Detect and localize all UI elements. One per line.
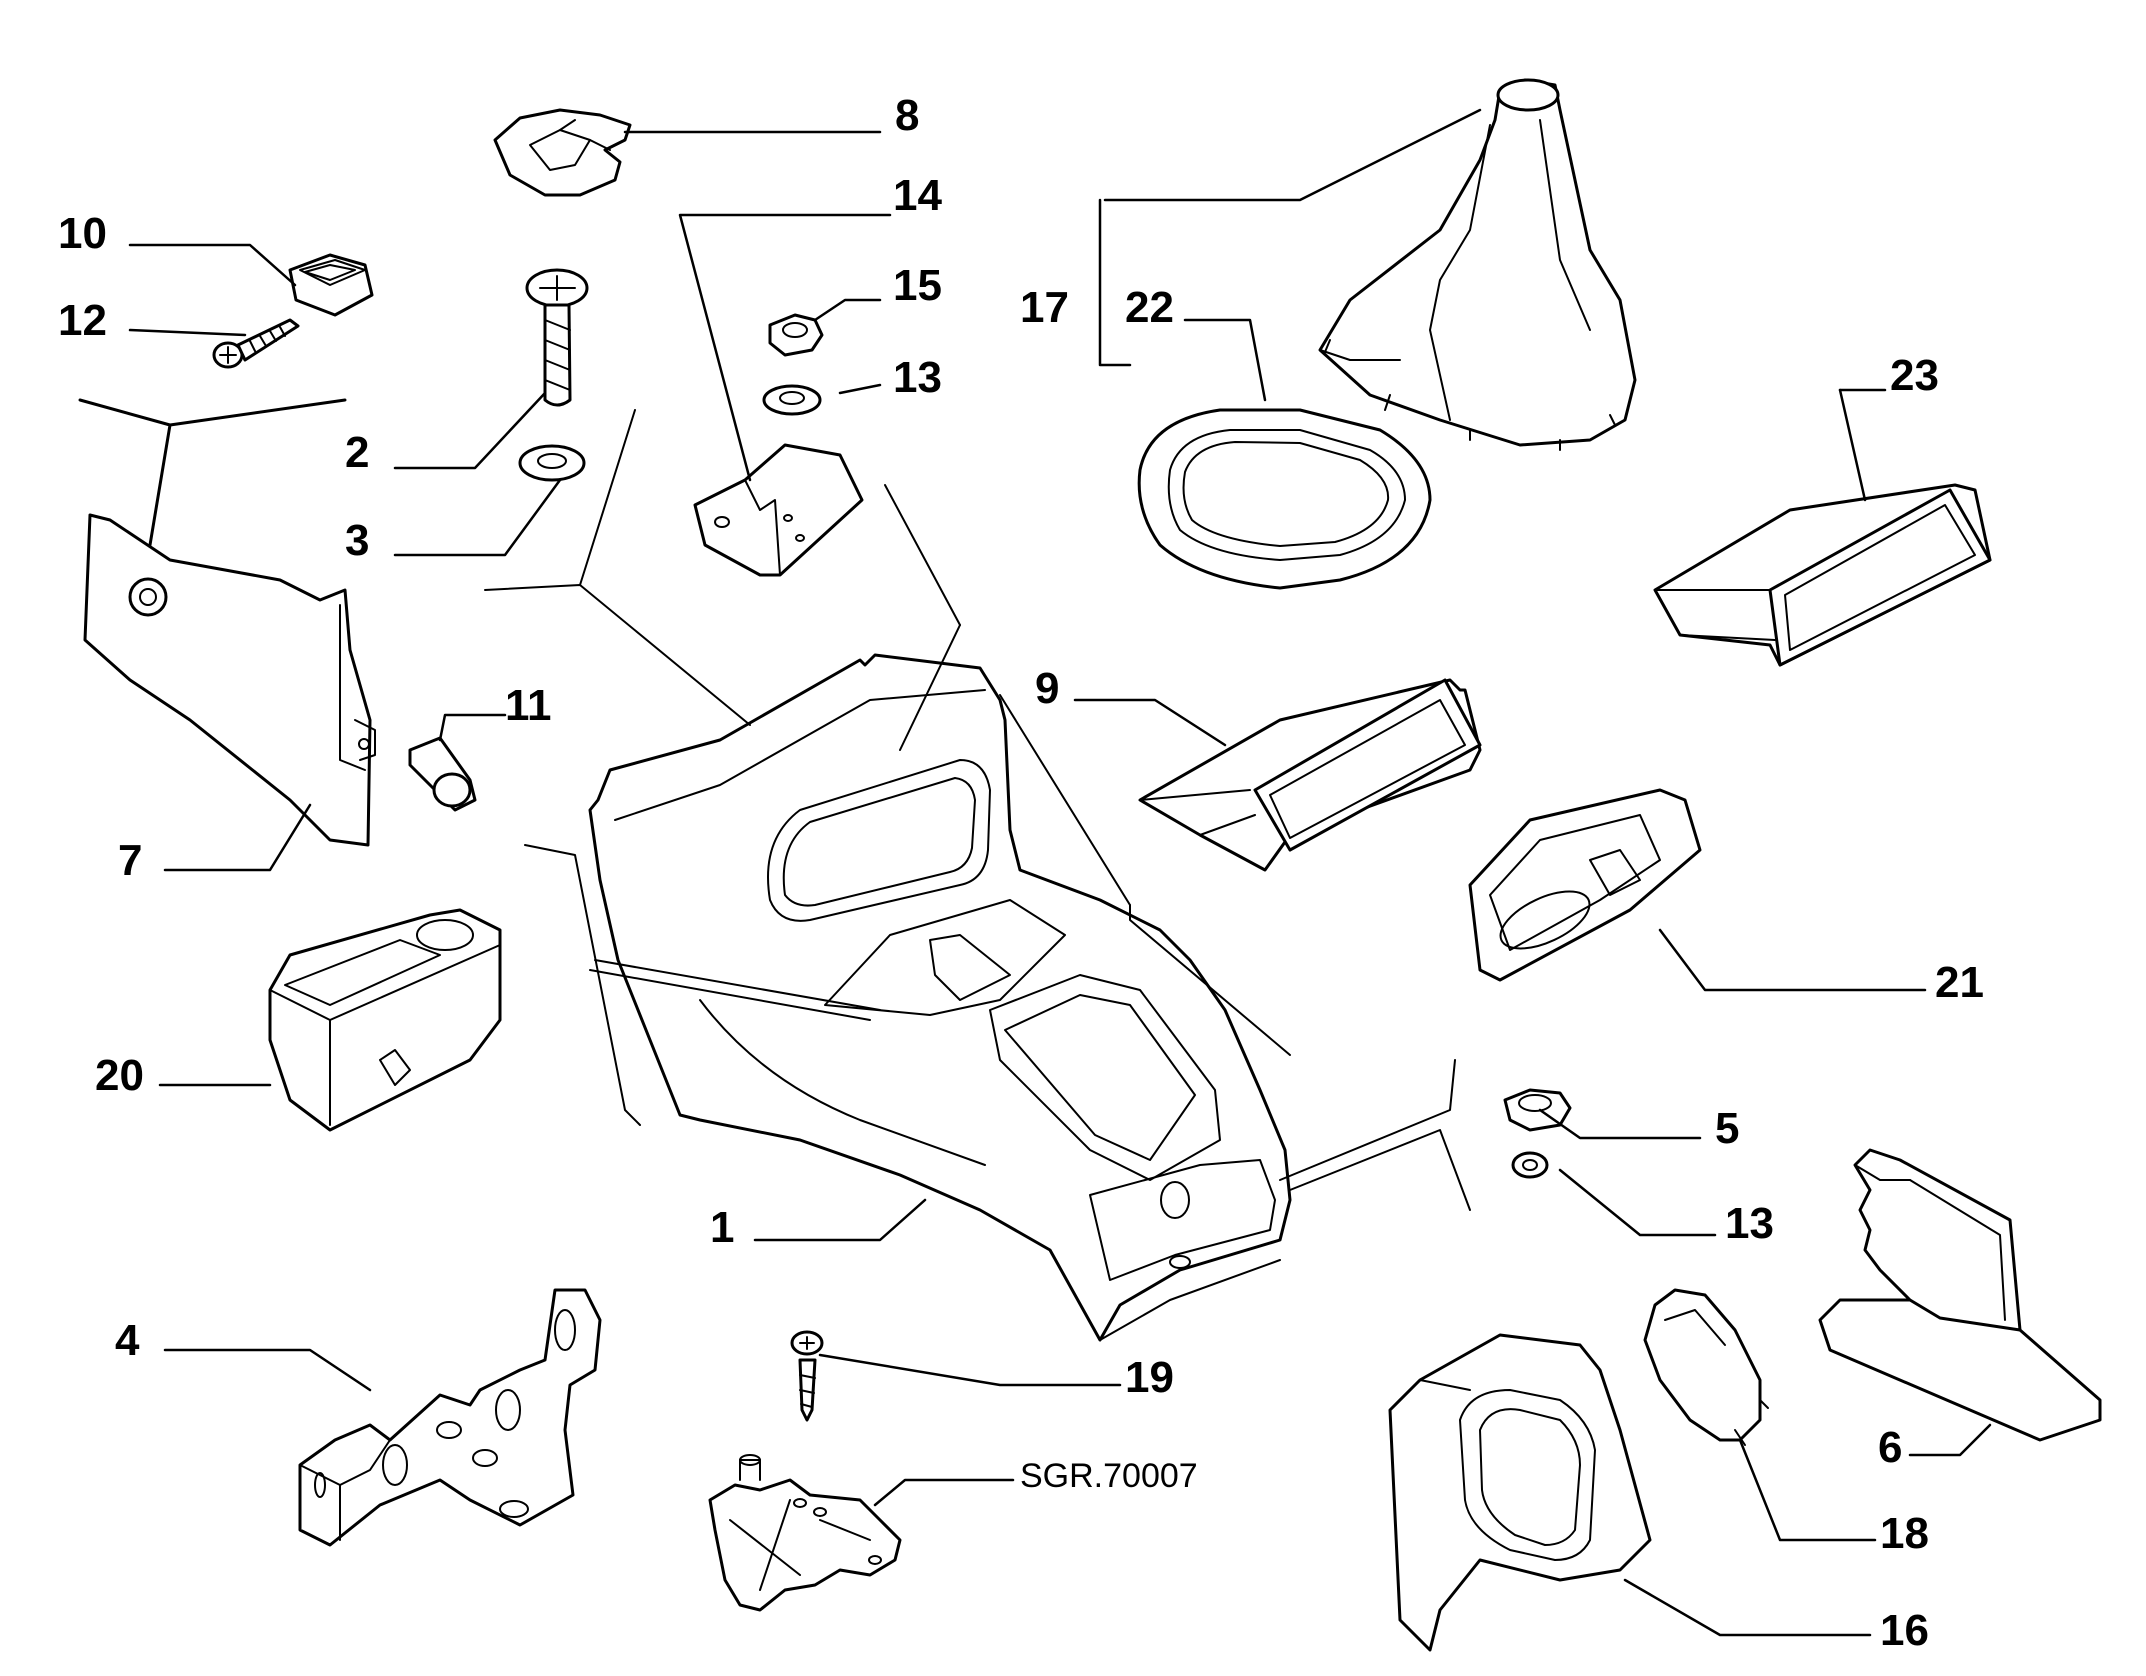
callout-18: 18 (1880, 1509, 1929, 1558)
callout-3: 3 (345, 516, 369, 565)
part-17-gear-boot (1318, 78, 1637, 451)
callout-leader-lines (128, 108, 1992, 1637)
part-7-side-panel (83, 513, 376, 847)
part-15-nut (768, 313, 824, 357)
part-14-bracket (693, 443, 864, 577)
reference-code-label: SGR.70007 (1020, 1457, 1198, 1495)
part-2-bolt (525, 268, 589, 407)
callout-11: 11 (505, 681, 552, 730)
part-13-washer-top (762, 384, 822, 416)
part-18-cover (1643, 1288, 1769, 1446)
callout-8: 8 (895, 91, 919, 140)
callout-19: 19 (1125, 1353, 1174, 1402)
callout-2: 2 (345, 428, 369, 477)
callout-7: 7 (118, 836, 142, 885)
callout-6: 6 (1878, 1423, 1902, 1472)
assembly-guide-lines (78, 398, 1471, 1211)
callout-10: 10 (58, 209, 107, 258)
part-20-storage-box (268, 908, 502, 1132)
part-10-grommet (288, 253, 374, 317)
callout-16: 16 (1880, 1606, 1929, 1655)
callout-21: 21 (1935, 958, 1984, 1007)
part-13-washer-right (1511, 1151, 1549, 1179)
callout-4: 4 (115, 1316, 140, 1365)
part-16-shifter-surround (1388, 1333, 1652, 1652)
callout-numbers: 1 2 3 4 5 6 7 8 9 10 11 12 13 13 14 15 1… (58, 91, 1984, 1655)
callout-13-right: 13 (1725, 1199, 1774, 1248)
part-19-screw (790, 1330, 824, 1422)
callout-13-top: 13 (893, 353, 942, 402)
callout-15: 15 (893, 261, 942, 310)
part-1-center-console (588, 653, 1292, 1342)
part-6-handbrake-boot (1818, 1148, 2102, 1442)
part-9-vent (1138, 678, 1482, 872)
part-4-bracket (298, 1288, 602, 1547)
part-8-clip (493, 108, 632, 197)
callout-22: 22 (1125, 283, 1174, 332)
callout-17: 17 (1020, 283, 1069, 332)
part-23-vent (1653, 483, 1992, 667)
callout-14: 14 (893, 171, 942, 220)
callout-5: 5 (1715, 1104, 1739, 1153)
part-3-washer (518, 444, 586, 482)
callout-12: 12 (58, 296, 107, 345)
part-11-screw (408, 736, 477, 812)
callout-9: 9 (1035, 664, 1059, 713)
part-sgr70007-mechanism (708, 1454, 902, 1612)
callout-23: 23 (1890, 351, 1939, 400)
part-22-trim-ring (1137, 408, 1432, 590)
callout-20: 20 (95, 1051, 144, 1100)
part-12-screw (212, 318, 300, 369)
part-21-vent (1468, 788, 1702, 982)
callout-1: 1 (710, 1203, 734, 1252)
